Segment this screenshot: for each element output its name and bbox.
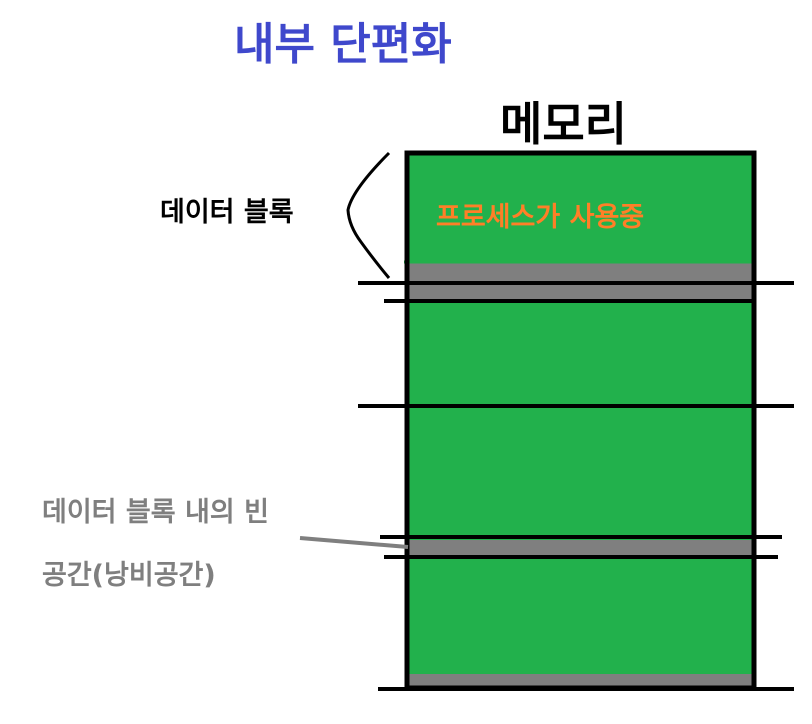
waste-pointer-line	[299, 536, 409, 549]
diagram-title: 내부 단편화	[234, 19, 452, 70]
memory-body	[407, 153, 754, 688]
data-block-label: 데이터 블록	[160, 197, 294, 228]
waste-label-line-2: 공간(낭비공간)	[42, 560, 216, 591]
wasted-space-strip-3	[407, 674, 754, 688]
waste-label-line-1: 데이터 블록 내의 빈	[42, 497, 269, 528]
curly-brace	[346, 151, 391, 279]
process-in-use-label: 프로세스가 사용중	[436, 202, 645, 233]
wasted-space-strip-2	[407, 540, 754, 555]
memory-label: 메모리	[500, 97, 627, 151]
